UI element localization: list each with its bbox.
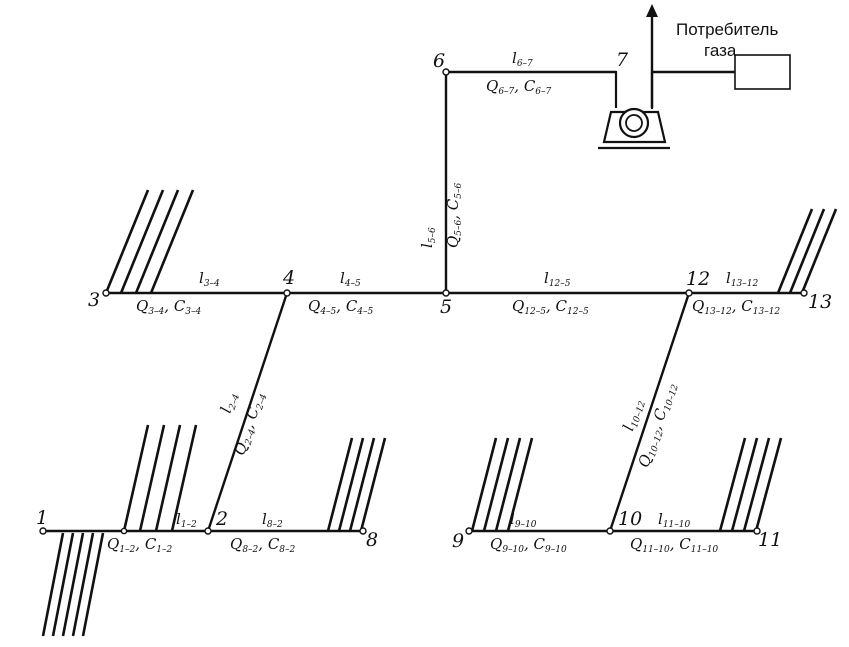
length-label-3-4: l3–4 (199, 269, 220, 289)
length-label-9-10: l9–10 (510, 510, 537, 530)
flow-cost-label-1-2: Q1–2, C1–2 (107, 535, 173, 555)
node-label-12: 12 (686, 268, 710, 290)
well-hatching-11 (718, 437, 783, 532)
length-label-5-6: l5–6 (418, 227, 438, 248)
well-hatching-3 (104, 189, 195, 294)
pipe-10-12 (608, 291, 691, 533)
node-6 (442, 68, 450, 76)
node-label-6: 6 (433, 50, 445, 72)
length-label-6-7: l6–7 (512, 49, 533, 69)
consumer-box (734, 54, 791, 90)
consumer-label-line1: Потребитель (676, 20, 778, 39)
node-3 (102, 289, 110, 297)
consumer-label-line2: газа (704, 41, 737, 60)
node-10 (606, 527, 614, 535)
length-label-13-12: l13–12 (726, 269, 758, 289)
node-label-9: 9 (452, 530, 464, 552)
node-label-5: 5 (440, 296, 452, 318)
node-5 (442, 289, 450, 297)
length-label-11-10: l11–10 (658, 510, 690, 530)
well-hatching-1 (41, 532, 105, 637)
node-12 (685, 289, 693, 297)
flow-cost-label-11-10: Q11–10, C11–10 (630, 535, 718, 555)
well-hatching-8 (326, 437, 387, 532)
node-4 (283, 289, 291, 297)
flow-cost-label-12-5: Q12–5, C12–5 (512, 297, 589, 317)
pipe-2-4 (206, 291, 289, 533)
node-junction-1 (120, 527, 128, 535)
length-label-12-5: l12–5 (544, 269, 571, 289)
node-label-1: 1 (36, 507, 48, 529)
well-hatching-2 (122, 424, 198, 532)
node-2 (204, 527, 212, 535)
flow-cost-label-13-12: Q13–12, C13–12 (692, 297, 780, 317)
node-label-11: 11 (758, 529, 782, 551)
label-group-5-6: l5–6 Q5–6, C5–6 (418, 182, 464, 248)
flow-cost-label-2-4: Q2–4, C2–4 (230, 390, 269, 458)
arrow-up-icon (646, 4, 658, 17)
node-label-7: 7 (616, 49, 629, 71)
flow-cost-label-6-7: Q6–7, C6–7 (486, 77, 552, 97)
node-label-3: 3 (88, 289, 100, 311)
node-11 (753, 527, 761, 535)
node-9 (465, 527, 473, 535)
flow-cost-label-4-5: Q4–5, C4–5 (308, 297, 374, 317)
node-label-4: 4 (282, 267, 295, 289)
length-label-4-5: l4–5 (340, 269, 361, 289)
node-label-2: 2 (215, 508, 228, 530)
compressor-station (598, 72, 670, 150)
flow-cost-label-9-10: Q9–10, C9–10 (490, 535, 567, 555)
flow-cost-label-10-12: Q10–12, C10–12 (635, 380, 681, 470)
well-hatching-13 (776, 208, 838, 294)
node-8 (359, 527, 367, 535)
flow-cost-label-8-2: Q8–2, C8–2 (230, 535, 296, 555)
well-hatching-9 (470, 437, 534, 532)
flow-cost-label-5-6: Q5–6, C5–6 (444, 182, 464, 248)
node-1 (39, 527, 47, 535)
node-label-10: 10 (618, 508, 642, 530)
length-label-2-4: l2–4 (217, 390, 243, 416)
node-13 (800, 289, 808, 297)
label-group-2-4: l2–4 Q2–4, C2–4 (217, 390, 270, 458)
flow-cost-label-3-4: Q3–4, C3–4 (136, 297, 202, 317)
node-label-8: 8 (366, 529, 378, 551)
length-label-1-2: l1–2 (176, 510, 197, 530)
length-label-8-2: l8–2 (262, 510, 283, 530)
node-label-13: 13 (808, 291, 832, 313)
